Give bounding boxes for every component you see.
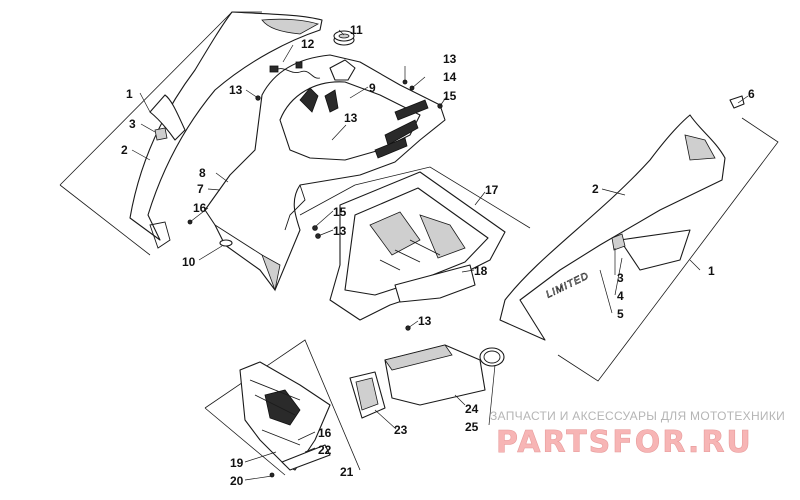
watermark: ЗАПЧАСТИ И АКСЕССУАРЫ ДЛЯ МОТОТЕХНИКИ PA… <box>490 409 785 460</box>
callout-13-a: 13 <box>229 83 243 97</box>
callout-13-d: 13 <box>333 224 347 238</box>
callout-4: 4 <box>617 289 624 303</box>
callout-13-e: 13 <box>418 314 432 328</box>
callout-16-lower: 16 <box>318 426 332 440</box>
callout-24: 24 <box>465 402 479 416</box>
callout-20: 20 <box>230 474 244 488</box>
callout-21: 21 <box>340 465 354 479</box>
callout-14: 14 <box>443 70 457 84</box>
storage-liner <box>299 166 531 321</box>
callout-6: 6 <box>748 87 755 101</box>
callout-2-left: 2 <box>121 143 128 157</box>
callout-15-lower: 15 <box>333 205 347 219</box>
callout-11: 11 <box>350 23 363 37</box>
callout-5: 5 <box>617 307 624 321</box>
callout-16-upper: 16 <box>193 201 207 215</box>
callout-labels: 1 3 2 8 7 16 10 11 12 13 9 13 13 14 15 1… <box>121 23 755 488</box>
leader-lines <box>131 29 749 481</box>
callout-22: 22 <box>318 443 332 457</box>
watermark-tagline: ЗАПЧАСТИ И АКСЕССУАРЫ ДЛЯ МОТОТЕХНИКИ <box>490 409 785 423</box>
callout-12: 12 <box>301 37 315 51</box>
grommet <box>333 30 355 46</box>
callout-13-c: 13 <box>443 52 457 66</box>
callout-9: 9 <box>369 81 376 95</box>
callout-25: 25 <box>465 420 479 434</box>
filter-gasket <box>349 371 386 419</box>
callout-3-left: 3 <box>129 117 136 131</box>
callout-10: 10 <box>182 255 196 269</box>
callout-8: 8 <box>199 166 206 180</box>
hose-clamp <box>479 347 505 367</box>
callout-1-left: 1 <box>126 87 133 101</box>
callout-2-right: 2 <box>592 182 599 196</box>
callout-19: 19 <box>230 456 244 470</box>
callout-23: 23 <box>394 423 408 437</box>
right-side-panel: LIMITED <box>499 95 779 382</box>
wiring-harness <box>269 61 321 79</box>
left-side-panel <box>59 11 323 256</box>
callout-1-right: 1 <box>708 264 715 278</box>
lower-vent <box>204 339 361 476</box>
callout-18: 18 <box>474 264 488 278</box>
front-hood <box>204 54 446 292</box>
callout-7: 7 <box>197 182 204 196</box>
callout-13-b: 13 <box>344 111 358 125</box>
callout-17: 17 <box>485 183 499 197</box>
watermark-brand: PARTSFOR.RU <box>496 425 753 460</box>
callout-15-upper: 15 <box>443 89 457 103</box>
callout-3-right: 3 <box>617 271 624 285</box>
air-duct <box>384 344 486 406</box>
